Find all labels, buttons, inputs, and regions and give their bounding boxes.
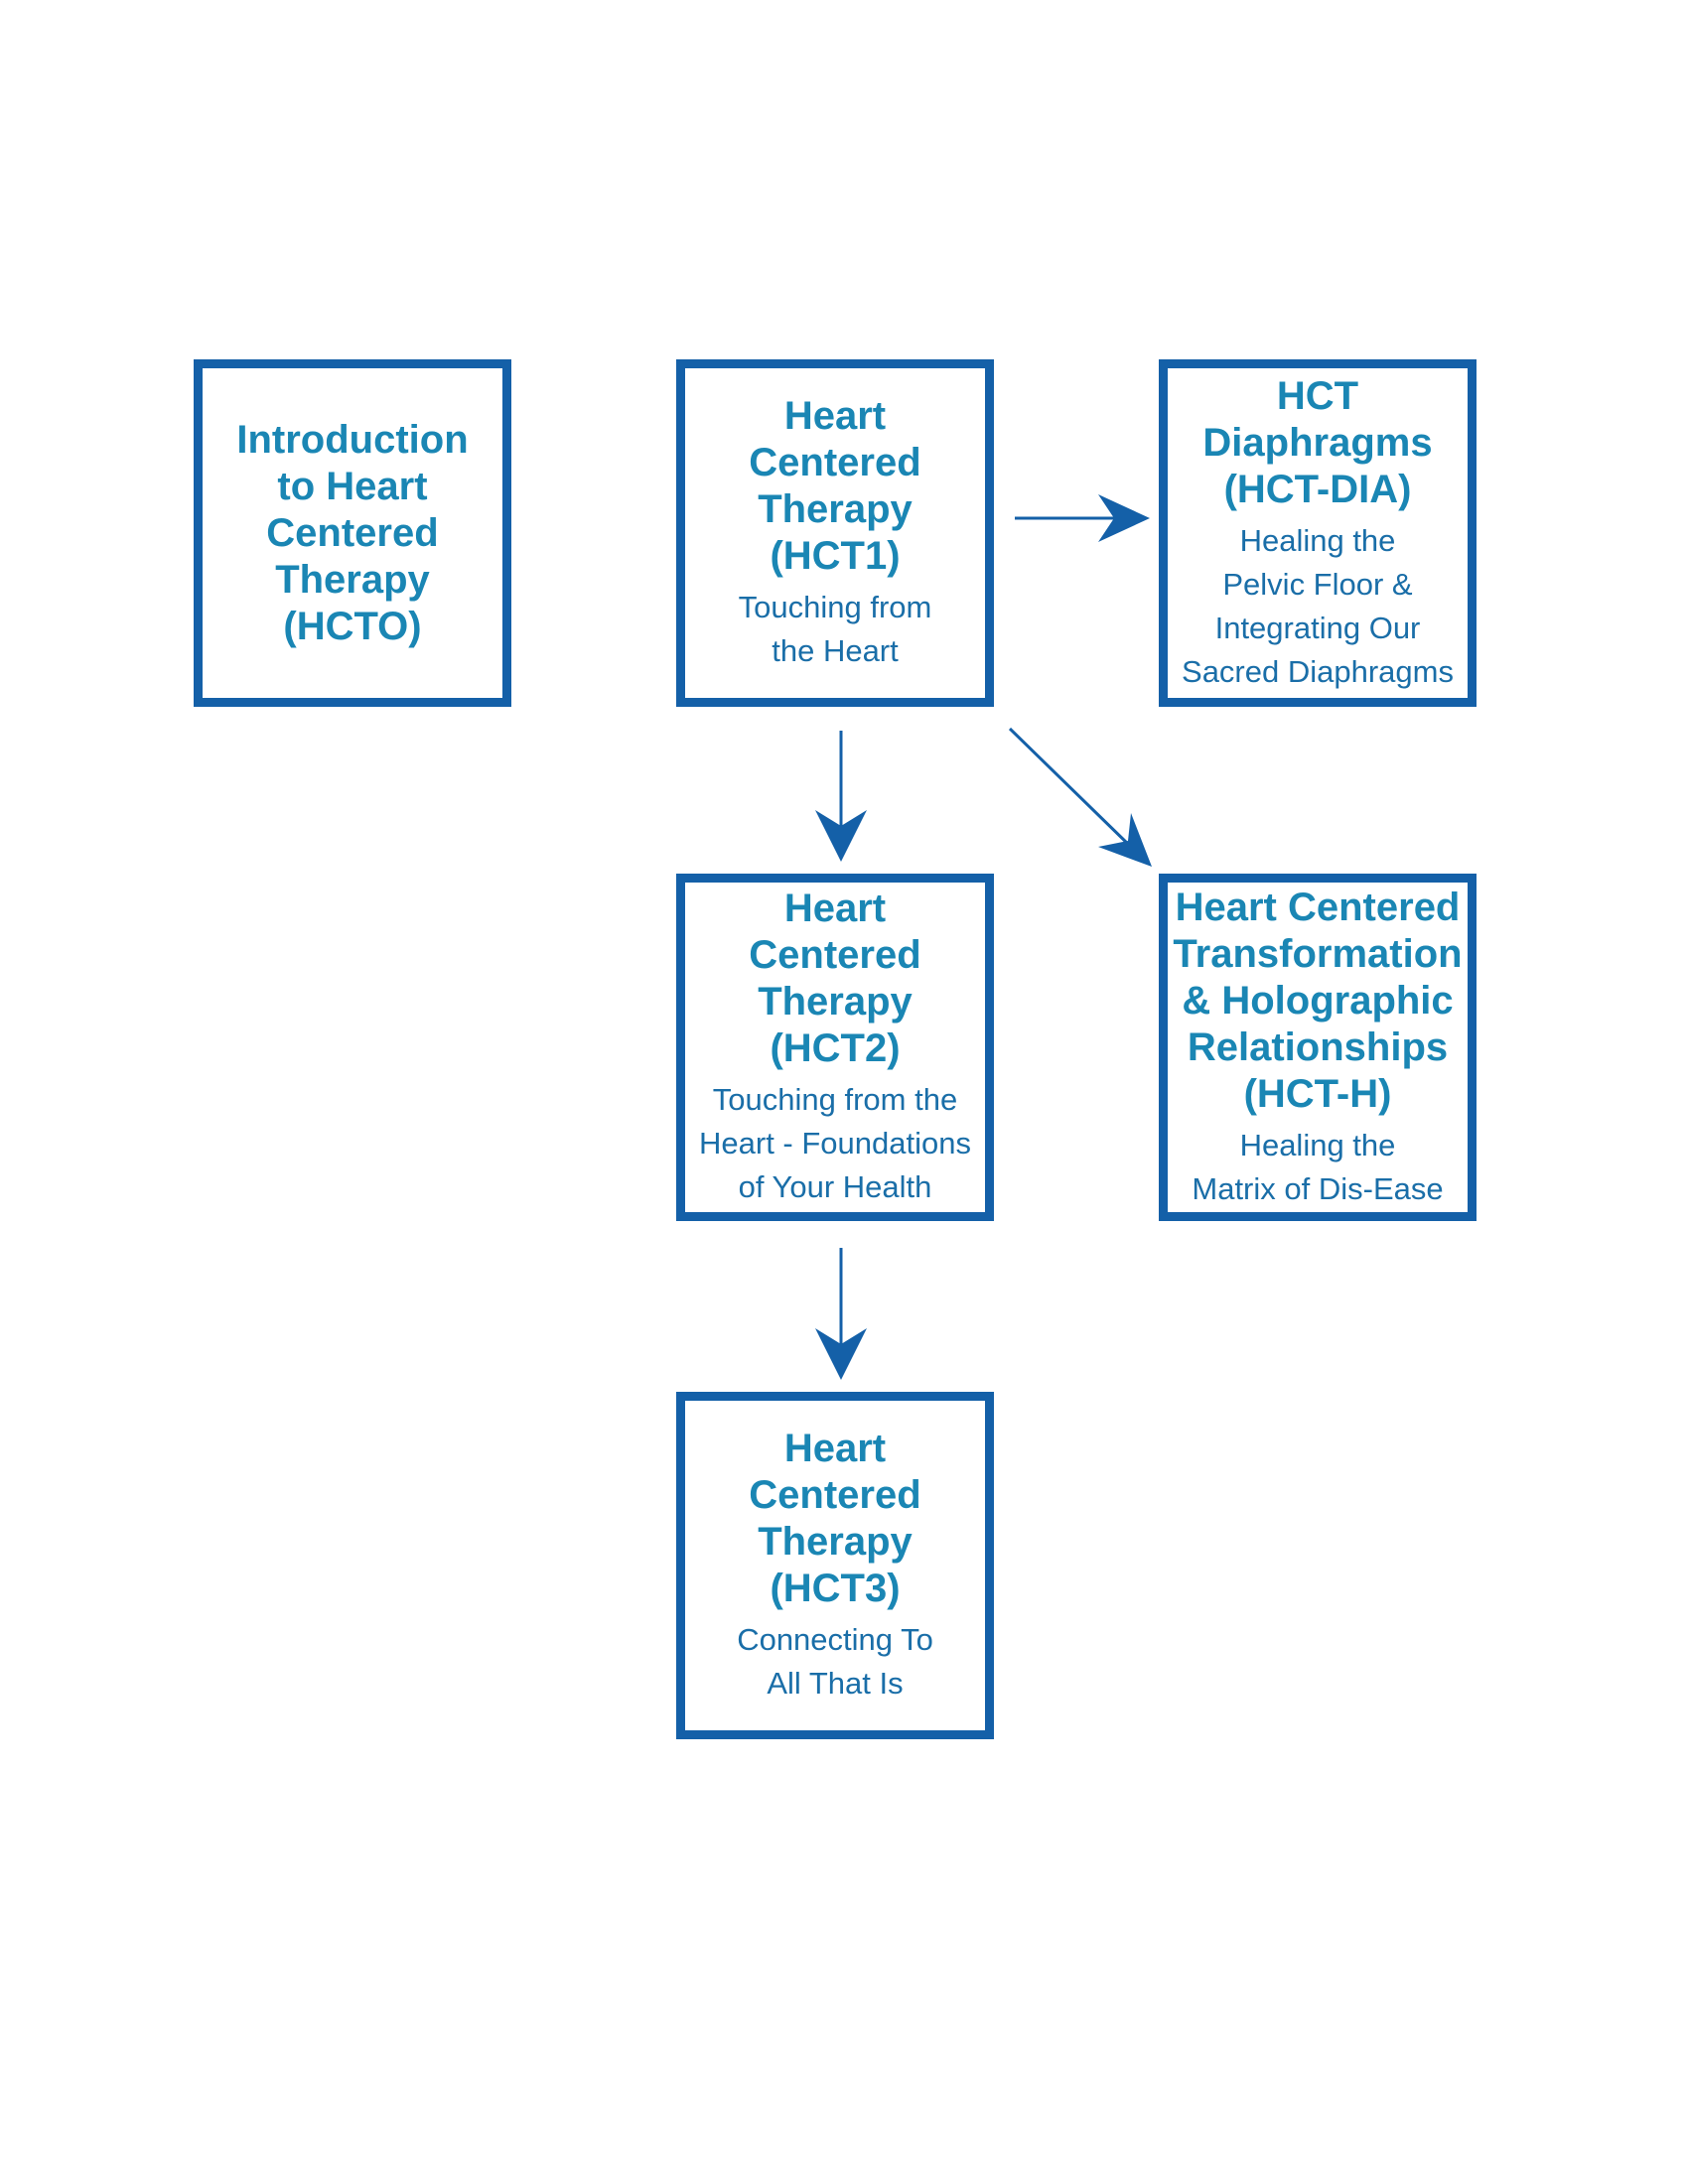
arrow-hct1-to-hctdia	[1015, 494, 1150, 542]
node-hct2-title: Heart Centered Therapy (HCT2)	[749, 887, 921, 1070]
node-hcto: Introduction to Heart Centered Therapy (…	[194, 359, 511, 707]
node-hct1-title: Heart Centered Therapy (HCT1)	[749, 394, 921, 578]
node-hct3-subtitle: Connecting To All That Is	[737, 1622, 933, 1701]
node-hcth-subtitle: Healing the Matrix of Dis-Ease	[1192, 1127, 1444, 1206]
node-hctdia-subtitle: Healing the Pelvic Floor & Integrating O…	[1182, 522, 1454, 689]
node-hct2-subtitle: Touching from the Heart - Foundations of…	[699, 1082, 971, 1204]
arrow-hct1-to-hcth	[1008, 727, 1152, 867]
node-hct3: Heart Centered Therapy (HCT3) Connecting…	[676, 1392, 994, 1739]
node-hct3-title: Heart Centered Therapy (HCT3)	[749, 1427, 921, 1610]
node-hctdia-title: HCT Diaphragms (HCT-DIA)	[1202, 373, 1433, 511]
node-hctdia: HCT Diaphragms (HCT-DIA) Healing the Pel…	[1159, 359, 1477, 707]
node-hcth: Heart Centered Transformation & Holograp…	[1159, 874, 1477, 1221]
node-hcto-title: Introduction to Heart Centered Therapy (…	[236, 417, 469, 648]
arrow-hct1-to-hct2	[815, 731, 867, 862]
arrow-hct2-to-hct3	[815, 1248, 867, 1380]
node-hct1-subtitle: Touching from the Heart	[738, 590, 932, 668]
node-hct1: Heart Centered Therapy (HCT1) Touching f…	[676, 359, 994, 707]
node-hct2: Heart Centered Therapy (HCT2) Touching f…	[676, 874, 994, 1221]
node-hcth-title: Heart Centered Transformation & Holograp…	[1173, 885, 1463, 1116]
